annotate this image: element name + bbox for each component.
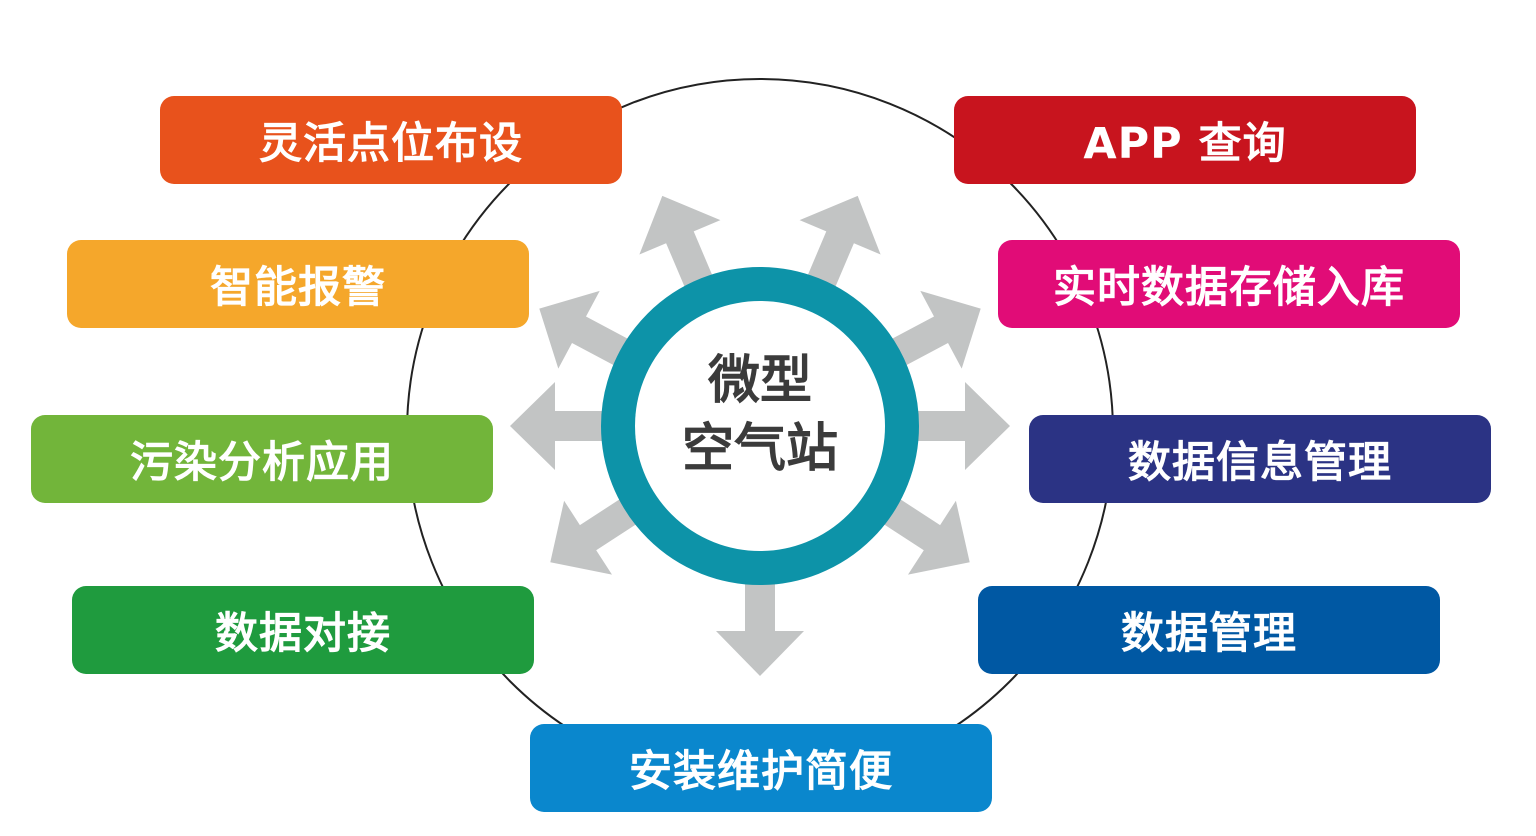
feature-label: 安装维护简便: [629, 747, 893, 797]
feature-label: 实时数据存储入库: [1053, 263, 1405, 313]
arrow-right-icon: [880, 382, 1010, 470]
feature-label: 数据对接: [215, 609, 391, 659]
center-ring: [601, 267, 919, 585]
feature-easy-maintenance: 安装维护简便: [530, 724, 992, 812]
feature-label: 污染分析应用: [130, 438, 394, 488]
feature-label: 数据信息管理: [1128, 438, 1392, 488]
center-label-line2: 空气站: [681, 419, 838, 479]
center-label-line1: 微型: [707, 351, 812, 411]
center-label: 微型 空气站: [660, 340, 860, 490]
feature-pollution-analysis: 污染分析应用: [31, 415, 493, 503]
arrow-down-icon: [716, 546, 804, 676]
feature-flexible-deployment: 灵活点位布设: [160, 96, 622, 184]
feature-smart-alarm: 智能报警: [67, 240, 529, 328]
arrow-left-icon: [510, 382, 640, 470]
feature-data-management: 数据管理: [978, 586, 1440, 674]
feature-label: 智能报警: [210, 263, 386, 313]
feature-data-info-management: 数据信息管理: [1029, 415, 1491, 503]
feature-realtime-storage: 实时数据存储入库: [998, 240, 1460, 328]
feature-label: 数据管理: [1121, 609, 1297, 659]
feature-app-query: APP 查询: [954, 96, 1416, 184]
feature-label: APP 查询: [1083, 119, 1287, 169]
feature-label: 灵活点位布设: [259, 119, 523, 169]
feature-data-docking: 数据对接: [72, 586, 534, 674]
